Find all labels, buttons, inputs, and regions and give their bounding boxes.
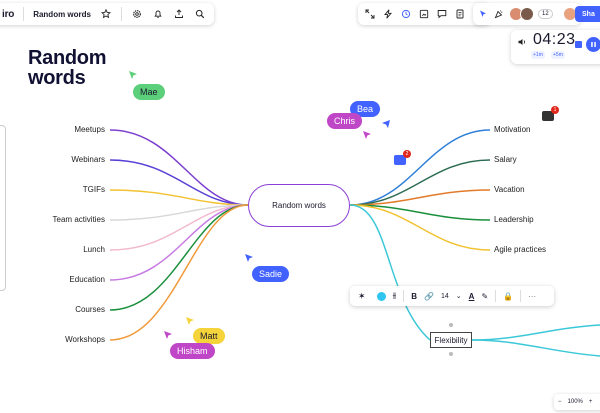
comment-count-badge: 1 (551, 106, 559, 114)
mindmap-node-left[interactable]: Webinars (71, 155, 105, 164)
left-panel-edge[interactable] (0, 125, 6, 291)
mindmap-center-node[interactable]: Random words (248, 184, 350, 227)
mindmap-node-right[interactable]: Vacation (494, 185, 525, 194)
cursor-pointer-icon[interactable] (477, 8, 489, 20)
text-color-icon[interactable]: A (468, 291, 475, 301)
selection-handle[interactable] (449, 323, 453, 327)
branch-connector (349, 204, 491, 251)
add-one-minute-button[interactable]: +1m (531, 51, 545, 59)
add-five-minutes-button[interactable]: +5m (551, 51, 565, 59)
chevron-down-icon[interactable]: ⌄ (455, 293, 462, 300)
notes-list-icon[interactable] (454, 8, 466, 20)
branch-connector (109, 129, 249, 206)
mindmap-node-right[interactable]: Motivation (494, 125, 531, 134)
branch-connector (109, 204, 249, 311)
comments-icon[interactable] (436, 8, 448, 20)
pause-button[interactable] (586, 37, 600, 52)
share-button-label: Sha (582, 10, 595, 18)
zoom-in-button[interactable]: + (588, 399, 593, 405)
mindmap-node-right[interactable]: Leadership (494, 215, 534, 224)
link-icon[interactable]: 🔗 (424, 291, 434, 301)
divider (120, 7, 122, 21)
color-picker-button[interactable] (376, 291, 386, 301)
mindmap-node-right[interactable]: Agile practices (494, 245, 547, 254)
frames-icon[interactable] (418, 8, 430, 20)
branch-connector (349, 159, 491, 206)
branch-connector (471, 324, 600, 341)
branch-connector (349, 204, 491, 221)
branch-connector (349, 189, 491, 206)
mindmap-node-left[interactable]: Education (69, 275, 105, 284)
strikethrough-icon[interactable]: ✶ (358, 290, 366, 301)
highlighter-icon[interactable]: ✎ (481, 291, 489, 301)
mindmap-node-left[interactable]: TGIFs (82, 185, 105, 194)
branch-connector (109, 204, 249, 251)
divider (23, 7, 25, 21)
zoom-out-button[interactable]: − (558, 399, 562, 405)
lightning-icon[interactable] (382, 8, 394, 20)
branch-connector (109, 204, 249, 221)
mindmap-node-left[interactable]: Courses (75, 305, 105, 314)
mindmap-node-left[interactable]: Meetups (74, 125, 105, 134)
reactions-party-icon[interactable] (493, 8, 505, 20)
collaborator-cursor-label: Mae (133, 84, 165, 100)
mindmap-node-flexibility[interactable]: Flexibility (430, 332, 472, 348)
branch-connector (109, 189, 249, 206)
pause-icon (591, 42, 596, 47)
text-format-toolbar: ✶ ⫵ B 🔗 14 ⌄ A ✎ 🔒 ⋯ (350, 286, 554, 306)
collaborator-cursor-label: Chris (327, 113, 363, 129)
timer-clock-icon[interactable] (400, 8, 412, 20)
more-options-icon[interactable]: ⋯ (528, 291, 537, 301)
divider (403, 290, 405, 302)
branch-connector (109, 204, 249, 341)
mindmap-node-left[interactable]: Team activities (52, 215, 105, 224)
star-icon[interactable] (100, 8, 112, 20)
collaborator-cursor-label: Hisham (170, 343, 215, 359)
timer-widget: 04:23 +1m +5m (511, 30, 600, 64)
stop-icon[interactable] (575, 41, 582, 48)
branch-connector (349, 204, 431, 341)
mindmap-node-left[interactable]: Workshops (65, 335, 105, 344)
branch-connector (109, 159, 249, 206)
lock-icon[interactable]: 🔒 (503, 291, 514, 301)
divider (495, 290, 497, 302)
branch-connector (349, 129, 491, 206)
mindmap-node-left[interactable]: Lunch (83, 245, 105, 254)
comment-count-badge: 2 (403, 150, 411, 158)
search-icon[interactable] (194, 8, 206, 20)
collaborator-count[interactable]: 12 (538, 9, 553, 19)
collaboration-bar: 12 (473, 3, 581, 25)
zoom-level[interactable]: 100% (567, 399, 583, 405)
volume-icon[interactable] (516, 36, 528, 48)
share-button[interactable]: Sha (575, 6, 600, 22)
export-upload-icon[interactable] (173, 8, 185, 20)
zoom-controls: − 100% + (554, 394, 600, 410)
branch-connector (109, 204, 249, 281)
selection-handle[interactable] (449, 352, 453, 356)
board-title[interactable]: Random words (33, 9, 91, 19)
board-tools-bar (358, 3, 490, 25)
settings-gear-icon[interactable] (131, 8, 143, 20)
top-left-toolbar: iro Random words (0, 3, 214, 25)
mindmap-node-right[interactable]: Salary (494, 155, 517, 164)
notification-bell-icon[interactable] (152, 8, 164, 20)
branch-connector (471, 339, 600, 357)
bold-icon[interactable]: B (411, 291, 418, 301)
center-node-label: Random words (272, 201, 326, 210)
node-label: Flexibility (434, 335, 468, 345)
font-size-value[interactable]: 14 (440, 292, 449, 300)
collaborator-avatar[interactable] (520, 7, 534, 21)
collaborator-cursor-label: Sadie (252, 266, 290, 282)
collaborator-cursor-label: Matt (193, 328, 225, 344)
timer-display: 04:23 (533, 31, 576, 48)
divider (520, 290, 522, 302)
expand-arrows-icon[interactable] (364, 8, 376, 20)
comment-icon[interactable] (394, 155, 406, 165)
comment-icon[interactable] (542, 111, 554, 121)
align-icon[interactable]: ⫵ (392, 291, 397, 300)
app-logo[interactable]: iro (2, 8, 15, 20)
